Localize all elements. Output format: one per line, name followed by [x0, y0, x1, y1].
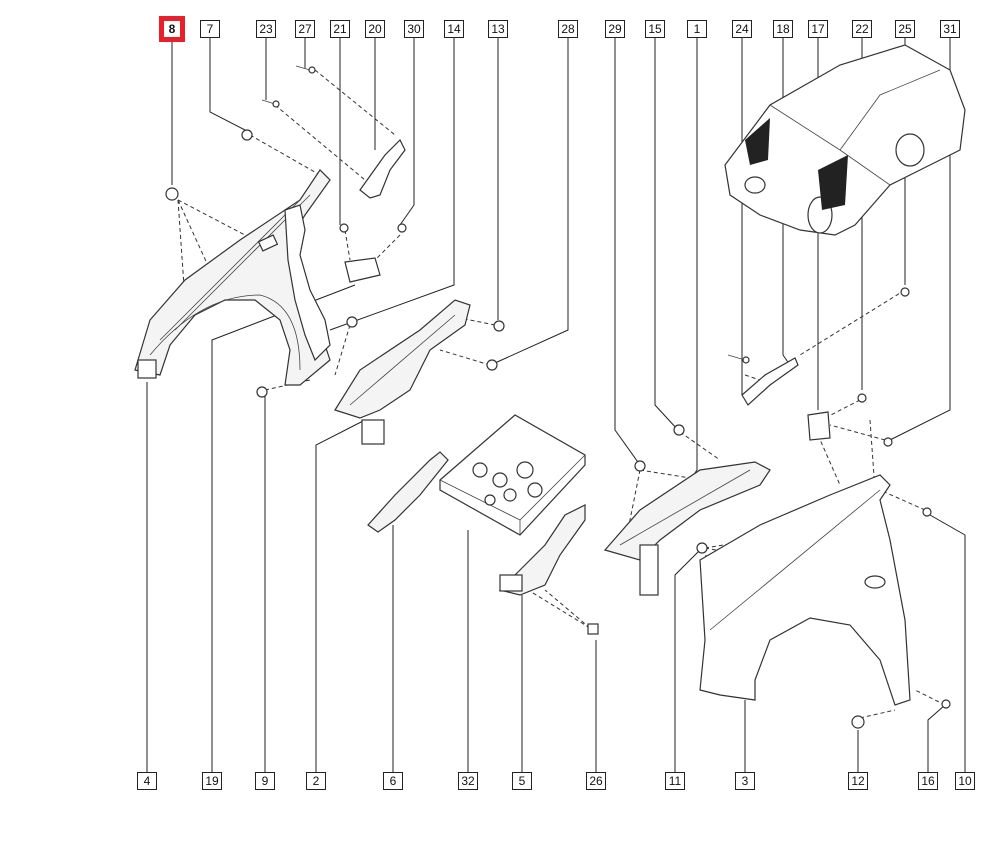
callout-29[interactable]: 29 [605, 20, 625, 38]
callout-11[interactable]: 11 [665, 772, 685, 790]
front-fender-liner-left [134, 169, 331, 386]
callout-23[interactable]: 23 [256, 20, 276, 38]
callout-16[interactable]: 16 [918, 772, 938, 790]
callout-6[interactable]: 6 [383, 772, 403, 790]
callout-12[interactable]: 12 [848, 772, 868, 790]
bracket-2 [334, 299, 471, 445]
callout-19[interactable]: 19 [202, 772, 222, 790]
fastener-kit-box-32 [439, 414, 586, 536]
callout-30[interactable]: 30 [404, 20, 424, 38]
front-fender-right [699, 474, 911, 706]
callout-26[interactable]: 26 [586, 772, 606, 790]
callout-3[interactable]: 3 [735, 772, 755, 790]
callout-9[interactable]: 9 [255, 772, 275, 790]
fasteners [165, 65, 951, 729]
callout-1[interactable]: 1 [687, 20, 707, 38]
callout-8[interactable]: 8 [159, 16, 185, 42]
vehicle-thumbnail [724, 44, 966, 236]
bracket-20 [359, 138, 406, 199]
bracket-1 [603, 461, 771, 596]
callout-32[interactable]: 32 [458, 772, 478, 790]
callout-14[interactable]: 14 [444, 20, 464, 38]
callout-28[interactable]: 28 [558, 20, 578, 38]
callout-24[interactable]: 24 [732, 20, 752, 38]
callout-13[interactable]: 13 [488, 20, 508, 38]
callout-22[interactable]: 22 [852, 20, 872, 38]
bracket-6 [367, 451, 449, 533]
bracket-17 [807, 411, 831, 441]
callout-17[interactable]: 17 [808, 20, 828, 38]
callout-31[interactable]: 31 [940, 20, 960, 38]
callout-4[interactable]: 4 [137, 772, 157, 790]
callout-20[interactable]: 20 [365, 20, 385, 38]
callout-5[interactable]: 5 [512, 772, 532, 790]
callout-21[interactable]: 21 [330, 20, 350, 38]
callout-10[interactable]: 10 [955, 772, 975, 790]
callout-27[interactable]: 27 [295, 20, 315, 38]
callout-2[interactable]: 2 [306, 772, 326, 790]
callout-25[interactable]: 25 [895, 20, 915, 38]
bracket-5 [498, 504, 586, 596]
callout-7[interactable]: 7 [200, 20, 220, 38]
bracket-30 [344, 257, 381, 283]
bracket-18 [741, 357, 799, 406]
leader-lines [146, 38, 966, 772]
callout-18[interactable]: 18 [773, 20, 793, 38]
callout-15[interactable]: 15 [645, 20, 665, 38]
